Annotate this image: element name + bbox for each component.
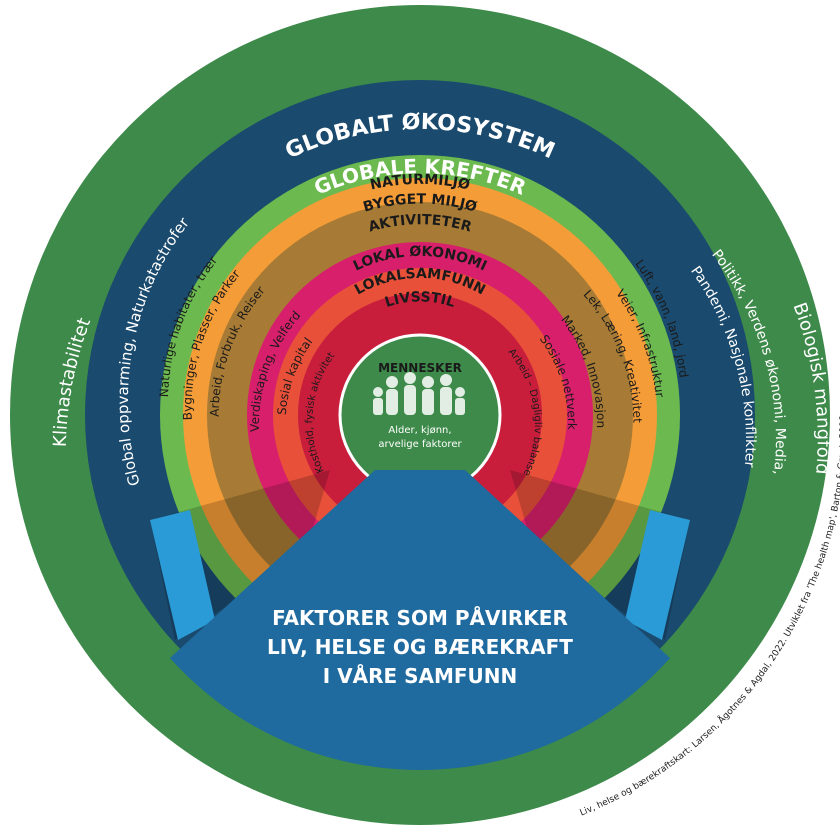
mennesker-title: MENNESKER bbox=[378, 361, 462, 375]
people-icon bbox=[373, 372, 465, 415]
bottom-line2: LIV, HELSE OG BÆREKRAFT bbox=[267, 635, 573, 659]
bottom-line3: I VÅRE SAMFUNN bbox=[323, 664, 518, 688]
shade-blue-left bbox=[150, 510, 215, 640]
shade-blue-right bbox=[625, 510, 690, 640]
livsstil-title: LIVSSTIL bbox=[383, 289, 457, 311]
bottom-panel bbox=[170, 470, 670, 771]
bottom-line1: FAKTORER SOM PÅVIRKER bbox=[272, 606, 568, 630]
aktiviteter-title: AKTIVITETER bbox=[367, 212, 474, 235]
naturmiljo-title: NATURMILJØ bbox=[369, 172, 472, 194]
mennesker-line2: arvelige faktorer bbox=[378, 439, 462, 450]
mennesker-line1: Alder, kjønn, bbox=[388, 425, 451, 436]
